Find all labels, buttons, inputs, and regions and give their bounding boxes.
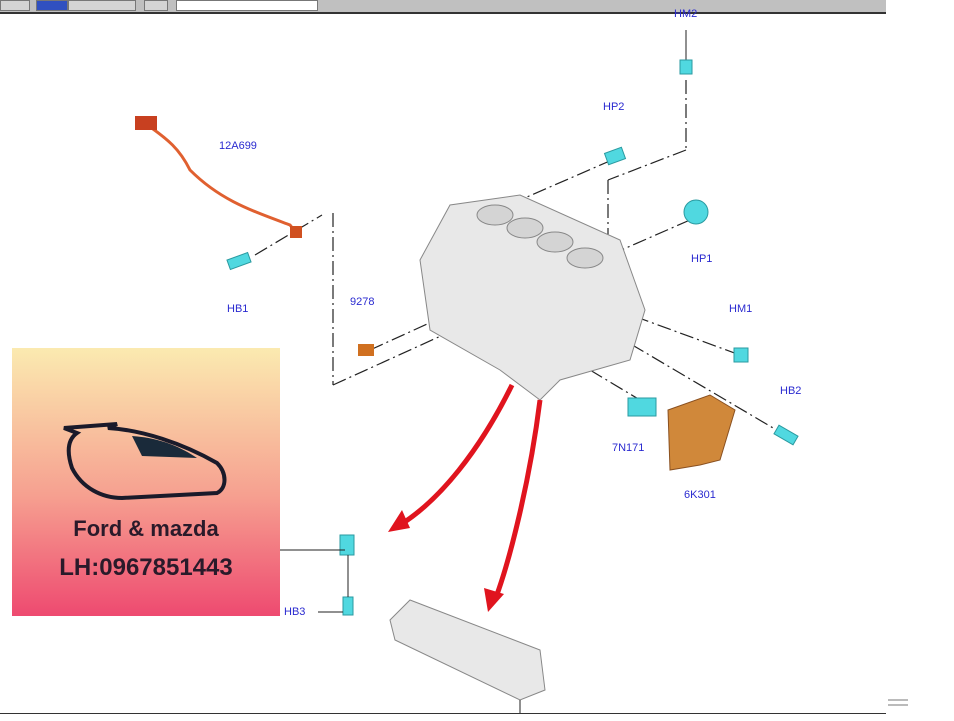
sports-car-logo	[63, 422, 227, 501]
bearing-ladder	[389, 599, 546, 701]
block	[419, 194, 646, 401]
label-hb1: HB1	[227, 303, 249, 315]
label-9278: 9278	[350, 296, 375, 308]
label-hb2: HB2	[780, 385, 802, 397]
label-hm2: HM2	[674, 8, 698, 20]
label-6k301: 6K301	[684, 489, 716, 501]
label-12a699: 12A699	[219, 140, 257, 152]
promo-phone: LH:0967851443	[59, 554, 233, 581]
toolbar-dropdown[interactable]	[176, 0, 318, 11]
sensor-9278	[358, 344, 374, 356]
label-hp1: HP1	[691, 253, 713, 265]
label-hm1: HM1	[729, 303, 753, 315]
toolbar	[0, 0, 886, 14]
label-hp2: HP2	[603, 101, 625, 113]
divider	[0, 713, 886, 714]
zoom-icon-button[interactable]	[36, 0, 68, 11]
label-7n171: 7N171	[612, 442, 645, 454]
connector	[135, 116, 157, 130]
toolbar-button[interactable]	[68, 0, 136, 11]
toolbar-button[interactable]	[144, 0, 168, 11]
toolbar-button[interactable]	[0, 0, 30, 11]
promo-title: Ford & mazda	[73, 516, 219, 541]
rear-seal	[667, 394, 736, 471]
label-hb3: HB3	[284, 606, 306, 618]
promo-overlay: Ford & mazda LH:0967851443	[12, 348, 280, 616]
